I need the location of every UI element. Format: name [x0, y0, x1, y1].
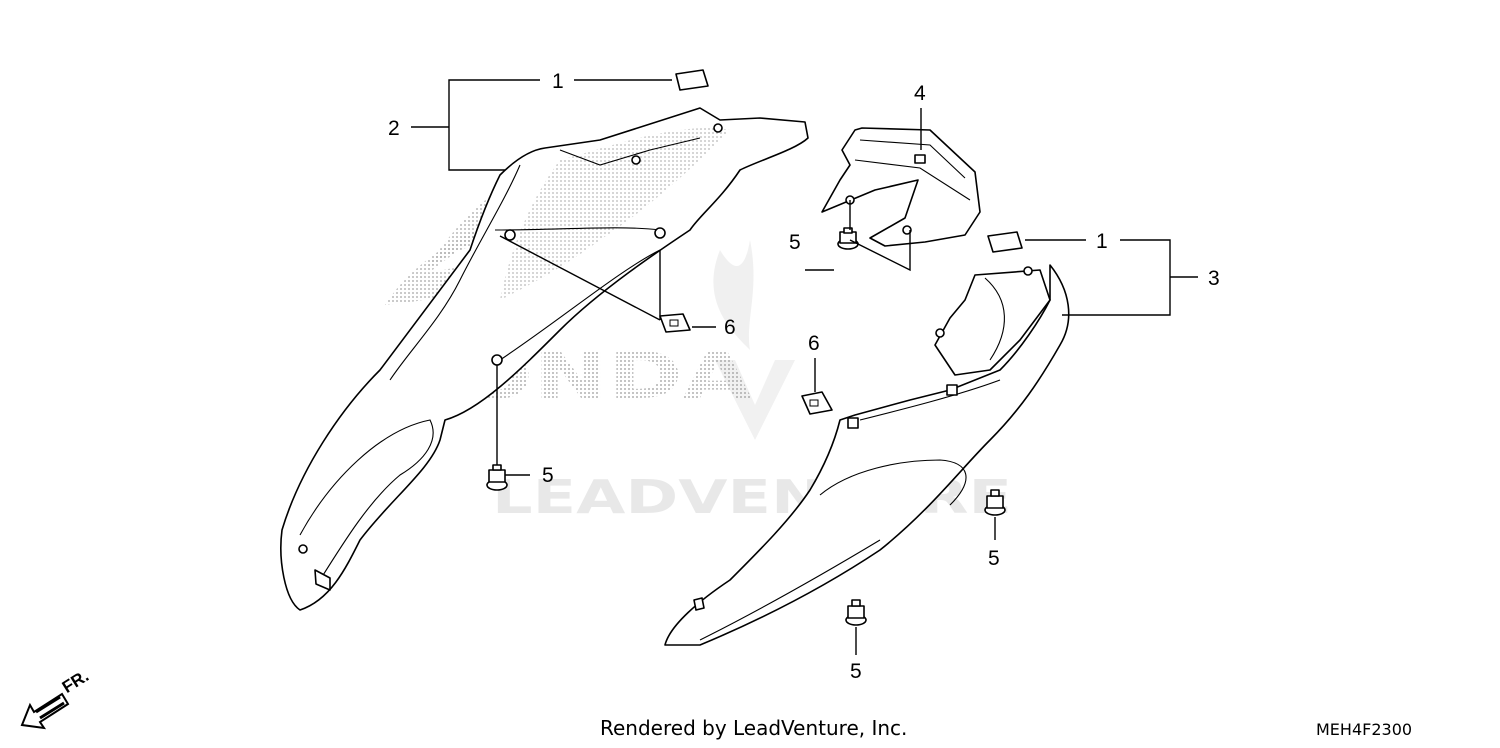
- front-direction-arrow-icon: [20, 692, 70, 730]
- callout-1-right: 1: [1096, 230, 1108, 253]
- callout-3: 3: [1208, 267, 1220, 290]
- leadventure-logo-watermark: [713, 240, 795, 440]
- callout-1-upper-left: 1: [552, 70, 564, 93]
- clip-nut-6a: [659, 313, 691, 333]
- clip-nut-6b: [801, 391, 833, 415]
- screw-5-c: [984, 489, 1006, 516]
- callout-4: 4: [914, 82, 926, 105]
- left-body-cover: [280, 107, 809, 611]
- label-decal-1a: [675, 69, 709, 91]
- callout-5-right: 5: [988, 547, 1000, 570]
- screw-5-b: [486, 464, 508, 491]
- callout-5-left: 5: [542, 464, 554, 487]
- screw-5-d: [845, 599, 867, 626]
- callout-2: 2: [388, 117, 400, 140]
- callout-6-left: 6: [724, 316, 736, 339]
- callout-5-bottom: 5: [850, 660, 862, 683]
- label-decal-1b: [987, 231, 1023, 253]
- rear-center-bracket: [821, 127, 981, 247]
- render-credit: Rendered by LeadVenture, Inc.: [600, 716, 908, 740]
- callout-5-center: 5: [789, 231, 801, 254]
- right-body-cover: [664, 264, 1070, 646]
- leader-lines: [411, 79, 1198, 655]
- diagram-code: MEH4F2300: [1316, 720, 1413, 739]
- screw-5-a: [837, 227, 859, 250]
- callout-6-center: 6: [808, 332, 820, 355]
